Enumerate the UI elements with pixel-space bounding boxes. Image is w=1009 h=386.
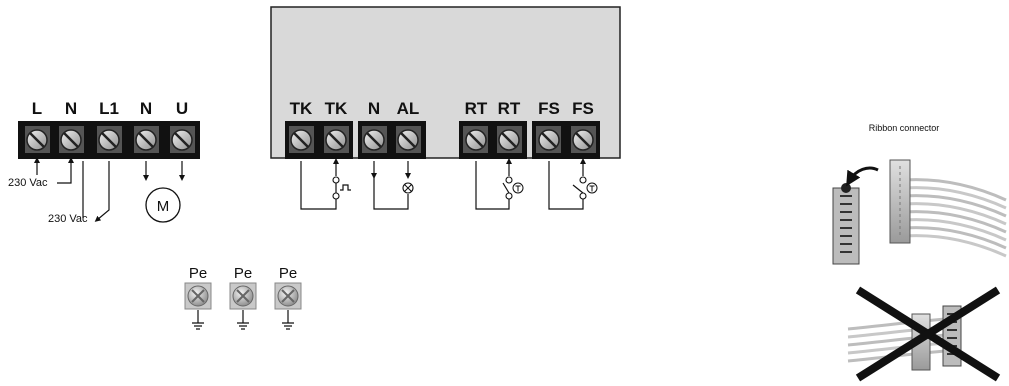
terminal-label-tk-2: TK [325, 99, 348, 118]
terminal-label-fs-1: FS [538, 99, 560, 118]
ribbon-correct [832, 159, 1007, 265]
left-terminal-block: L N L1 N U [8, 99, 200, 225]
earth-label-3: Pe [279, 265, 297, 282]
earth-screw-1 [184, 282, 212, 310]
earth-screw-2 [229, 282, 257, 310]
terminal-screw-n [59, 126, 84, 153]
ground-icon [192, 310, 204, 330]
terminal-screw-rt-2 [497, 126, 522, 153]
terminal-screw-n [362, 126, 387, 153]
rt-thermostat-circuit [475, 158, 524, 210]
terminal-label-rt-1: RT [465, 99, 488, 118]
terminal-screw-rt-1 [463, 126, 488, 153]
terminal-label-u: U [176, 99, 188, 118]
terminal-label-l: L [32, 99, 42, 118]
earth-terminals: Pe Pe Pe [184, 265, 302, 330]
tk-thermal-contact-circuit [300, 158, 351, 210]
supply-label-2: 230 Vac [48, 213, 88, 225]
terminal-screw-tk-1 [289, 126, 314, 153]
lamp-icon [402, 182, 414, 194]
terminal-label-n2: N [140, 99, 152, 118]
earth-label-1: Pe [189, 265, 207, 282]
supply-wire-n [57, 157, 74, 184]
terminal-label-n: N [368, 99, 380, 118]
terminal-screw-tk-2 [324, 126, 349, 153]
terminal-screw-fs-2 [571, 126, 596, 153]
motor-icon: M [145, 187, 181, 223]
ground-icon [282, 310, 294, 330]
supply-label-1: 230 Vac [8, 177, 48, 189]
ribbon-incorrect [847, 286, 1001, 382]
terminal-screw-fs-1 [536, 126, 561, 153]
terminal-label-tk-1: TK [290, 99, 313, 118]
ground-icon [237, 310, 249, 330]
alarm-lamp-circuit [371, 161, 414, 210]
terminal-screw-l1 [97, 126, 122, 153]
terminal-label-l1: L1 [99, 99, 119, 118]
terminal-screw-n2 [134, 126, 159, 153]
terminal-label-n: N [65, 99, 77, 118]
ribbon-title: Ribbon connector [869, 123, 940, 133]
right-terminal-block: TK TK N AL RT RT FS FS [285, 99, 600, 210]
terminal-screw-l [25, 126, 50, 153]
cross-icon [855, 286, 1001, 382]
motor-label: M [157, 198, 170, 215]
terminal-label-fs-2: FS [572, 99, 594, 118]
fs-thermostat-circuit [548, 158, 598, 210]
terminal-screw-u [170, 126, 195, 153]
earth-label-2: Pe [234, 265, 252, 282]
thermostat-icon [586, 182, 598, 194]
terminal-screw-al [396, 126, 421, 153]
earth-screw-3 [274, 282, 302, 310]
output-wire-l1 [94, 161, 110, 222]
curved-arrow-icon [846, 166, 879, 187]
ribbon-connector-illustration: Ribbon connector [832, 123, 1007, 382]
terminal-label-al: AL [397, 99, 420, 118]
terminal-label-rt-2: RT [498, 99, 521, 118]
thermostat-icon [512, 182, 524, 194]
